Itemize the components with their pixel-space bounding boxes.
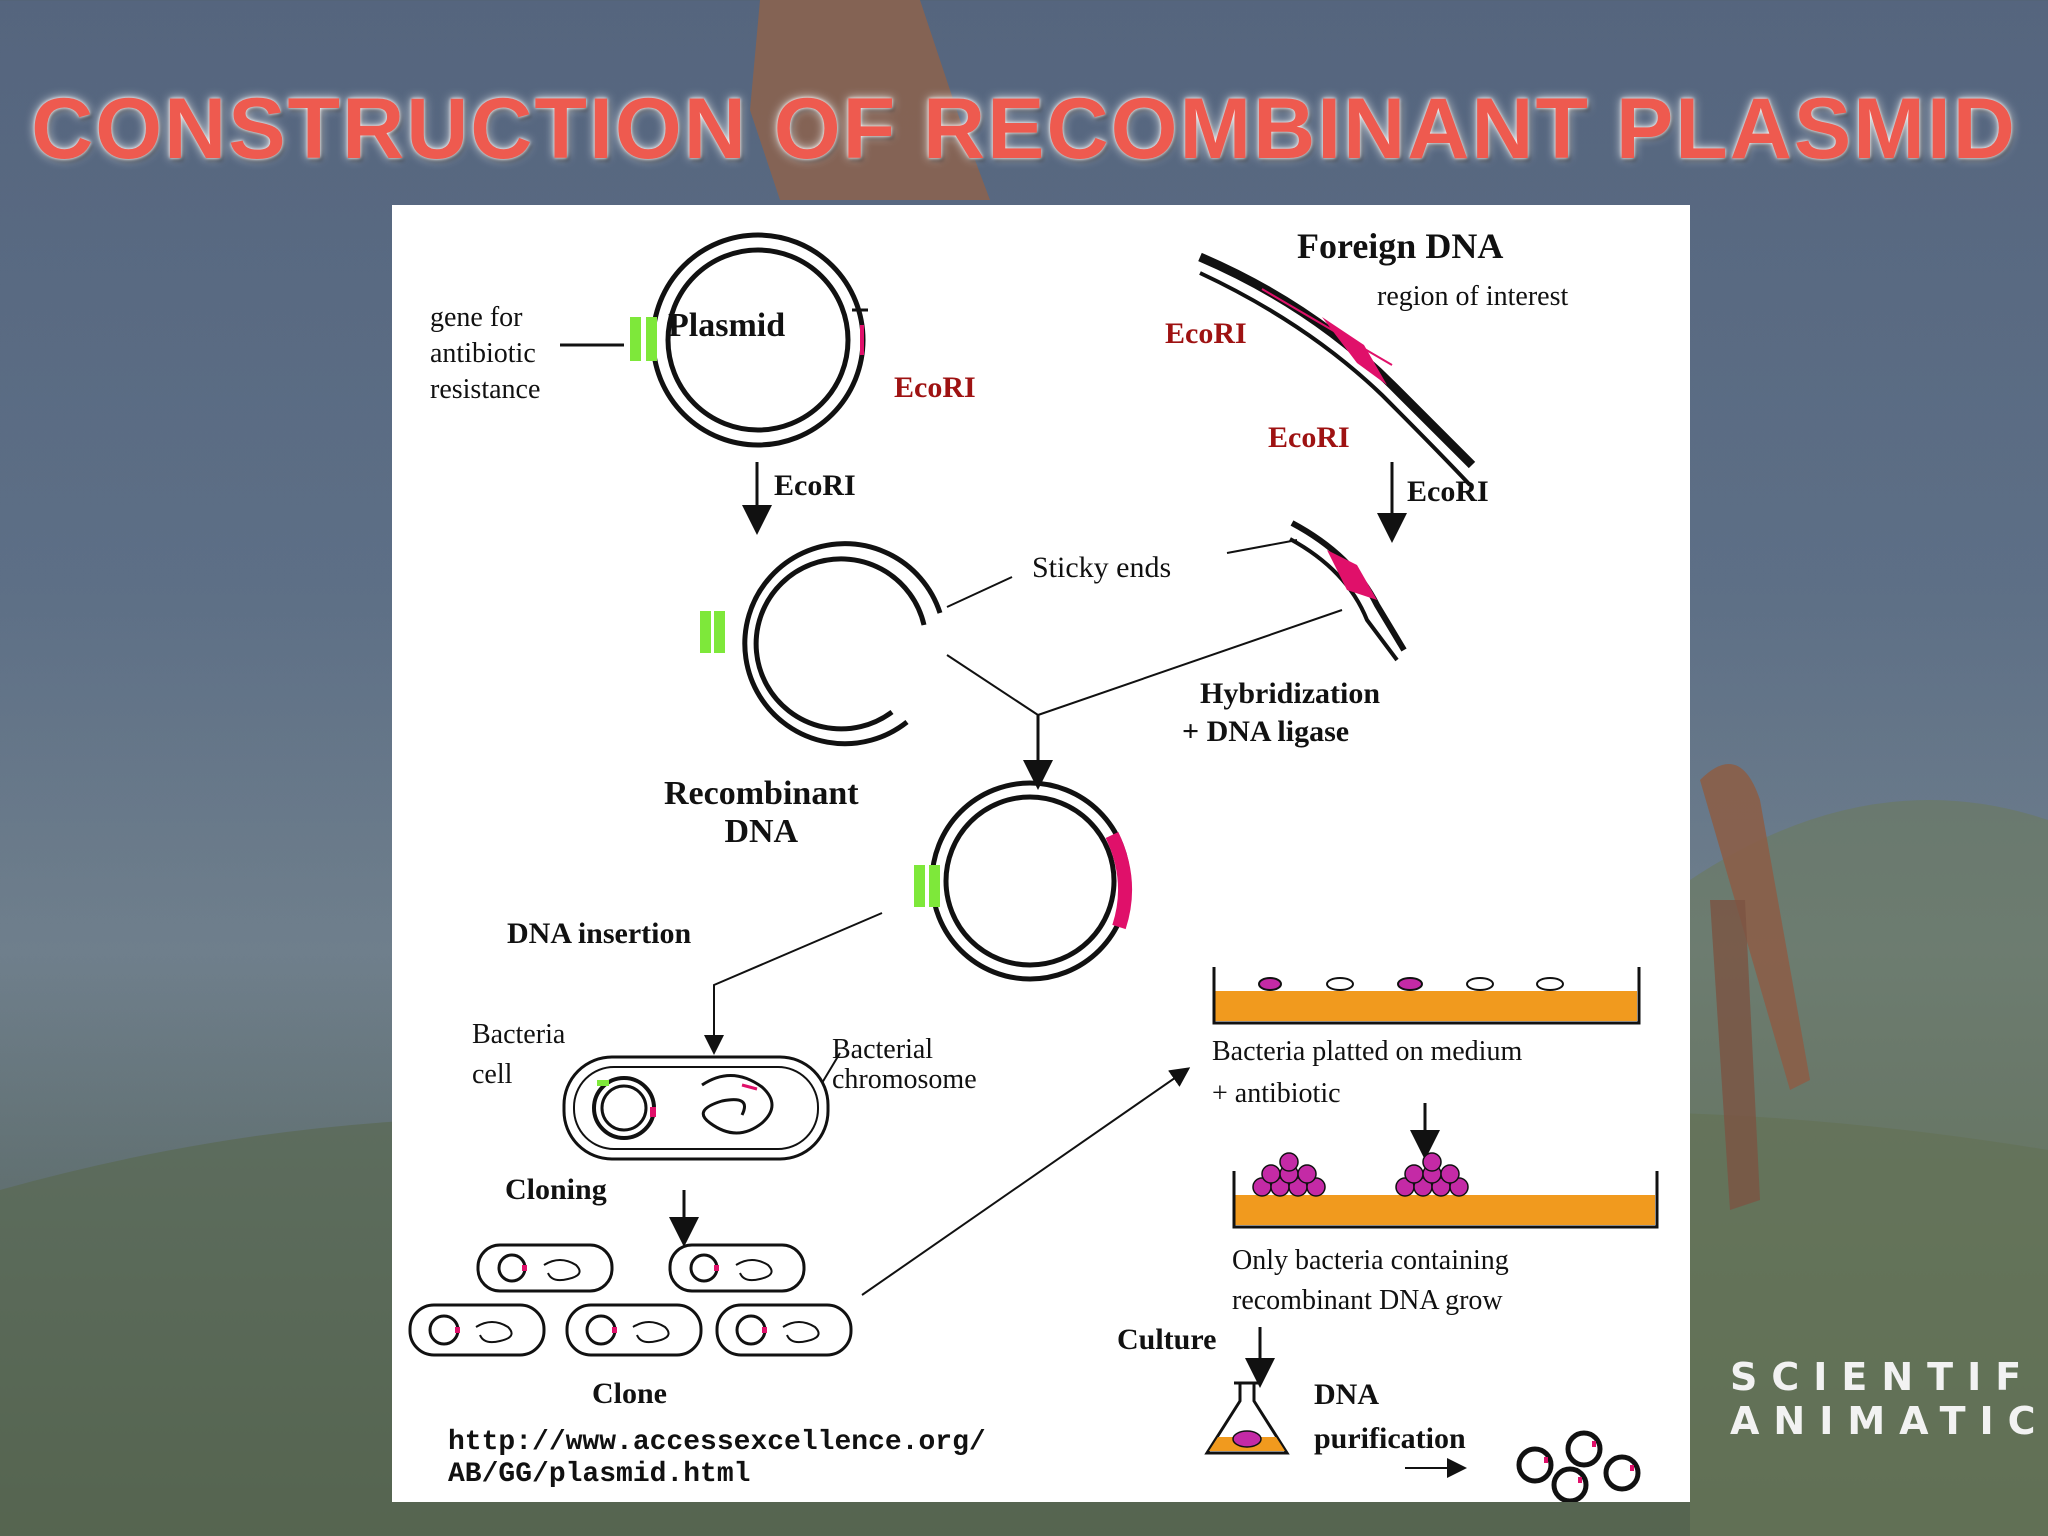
cut-plasmid [700, 541, 943, 747]
label-sticky-ends: Sticky ends [1032, 551, 1172, 584]
label-ecori-arrow-right: EcoRI [1407, 475, 1489, 508]
flask-icon [1204, 1381, 1290, 1455]
arrow-to-plating [861, 1067, 1191, 1296]
watermark: SCIENTIF ANIMATIC [1730, 1355, 2048, 1443]
diagram-panel: gene for antibiotic resistance Plasmid E… [392, 205, 1690, 1502]
label-region-of-interest: region of interest [1377, 281, 1569, 312]
bacteria-cell [562, 1055, 830, 1161]
label-culture: Culture [1117, 1323, 1217, 1356]
plate-antibiotic [1212, 967, 1641, 1025]
label-ecori-foreign-bottom: EcoRI [1268, 421, 1350, 454]
recombinant-ring [914, 780, 1133, 982]
label-ecori-foreign-top: EcoRI [1165, 317, 1247, 350]
merge-line-right [1037, 609, 1343, 716]
label-cloning: Cloning [505, 1173, 607, 1206]
background-stalk-right [1700, 764, 1810, 1090]
source-url: http://www.accessexcellence.org/ AB/GG/p… [448, 1427, 986, 1490]
background-stalk-top [750, 0, 990, 200]
label-dna-insertion: DNA insertion [507, 917, 692, 950]
label-ecori-plasmid: EcoRI [894, 371, 976, 404]
label-ecori-arrow-left: EcoRI [774, 469, 856, 502]
background-stalk-lower [1710, 900, 1760, 1210]
colony-left [1252, 1152, 1326, 1197]
label-plated-on-medium: Bacteria platted on medium + antibiotic [1212, 1036, 1523, 1109]
foreign-dna-strands [1198, 252, 1476, 487]
plasmid-ring [560, 232, 868, 448]
slide-title: CONSTRUCTION OF RECOMBINANT PLASMID [31, 81, 2017, 177]
label-bacteria-cell: Bacteria cell [472, 1019, 566, 1090]
label-plasmid: Plasmid [668, 307, 786, 344]
merge-line-left [946, 654, 1039, 716]
colony-right [1395, 1152, 1469, 1197]
label-gene-antibiotic: gene for antibiotic resistance [430, 302, 541, 405]
sticky-ends-pointer-left [946, 576, 1013, 608]
label-hybridization: Hybridization + DNA ligase [1182, 677, 1381, 748]
label-foreign-dna: Foreign DNA [1297, 226, 1504, 266]
diagram-graphics [408, 232, 1659, 1502]
label-clone: Clone [592, 1377, 667, 1410]
chromosome-pointer [821, 1052, 841, 1084]
label-recombinant-dna: Recombinant DNA [664, 775, 859, 850]
sticky-ends-pointer-right [1226, 539, 1298, 554]
label-bacterial-chromosome: Bacterial chromosome [832, 1034, 977, 1095]
clone-cells [408, 1243, 853, 1357]
purified-plasmids [1516, 1430, 1641, 1502]
dna-fragment [1289, 520, 1407, 662]
plate-growth [1232, 1152, 1659, 1229]
arrow-insertion [704, 912, 883, 1055]
label-dna-purification: DNA purification [1314, 1378, 1466, 1455]
label-only-recombinant: Only bacteria containing recombinant DNA… [1232, 1245, 1509, 1316]
